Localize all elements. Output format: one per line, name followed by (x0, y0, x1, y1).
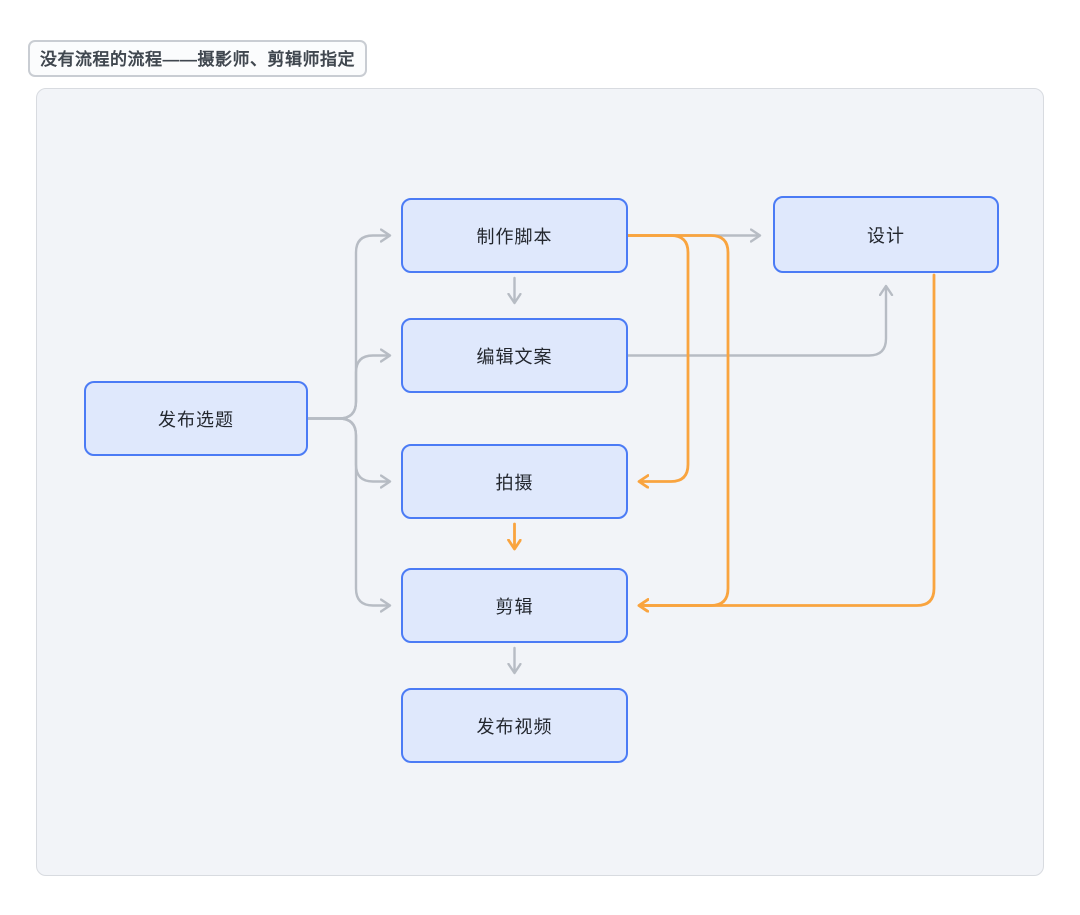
node-label: 设计 (867, 225, 905, 246)
node-label: 编辑文案 (476, 346, 553, 367)
node-design[interactable]: 设计 (773, 196, 999, 273)
edge-topic-shoot (306, 417, 389, 482)
node-label: 剪辑 (495, 596, 534, 617)
node-label: 发布选题 (158, 409, 234, 430)
edge-copy-design (626, 287, 886, 357)
node-edit-copy[interactable]: 编辑文案 (401, 318, 628, 393)
diagram-canvas: 发布选题 制作脚本 编辑文案 拍摄 剪辑 发布视频 设计 (36, 88, 1044, 876)
node-publish-video[interactable]: 发布视频 (401, 688, 628, 763)
node-label: 发布视频 (476, 716, 553, 737)
node-label: 制作脚本 (476, 226, 553, 247)
node-cut[interactable]: 剪辑 (401, 568, 628, 643)
edge-script-cut (626, 234, 730, 606)
edge-topic-copy (306, 356, 389, 420)
node-publish-topic[interactable]: 发布选题 (84, 381, 308, 456)
node-make-script[interactable]: 制作脚本 (401, 198, 628, 273)
edge-topic-script (306, 236, 389, 420)
edge-topic-cut (306, 417, 389, 606)
node-shoot[interactable]: 拍摄 (401, 444, 628, 519)
edge-layer (306, 89, 936, 875)
node-label: 拍摄 (495, 472, 534, 493)
edge-design-cut (640, 273, 936, 606)
diagram-title: 没有流程的流程——摄影师、剪辑师指定 (28, 40, 367, 77)
edge-script-shoot (626, 234, 690, 482)
